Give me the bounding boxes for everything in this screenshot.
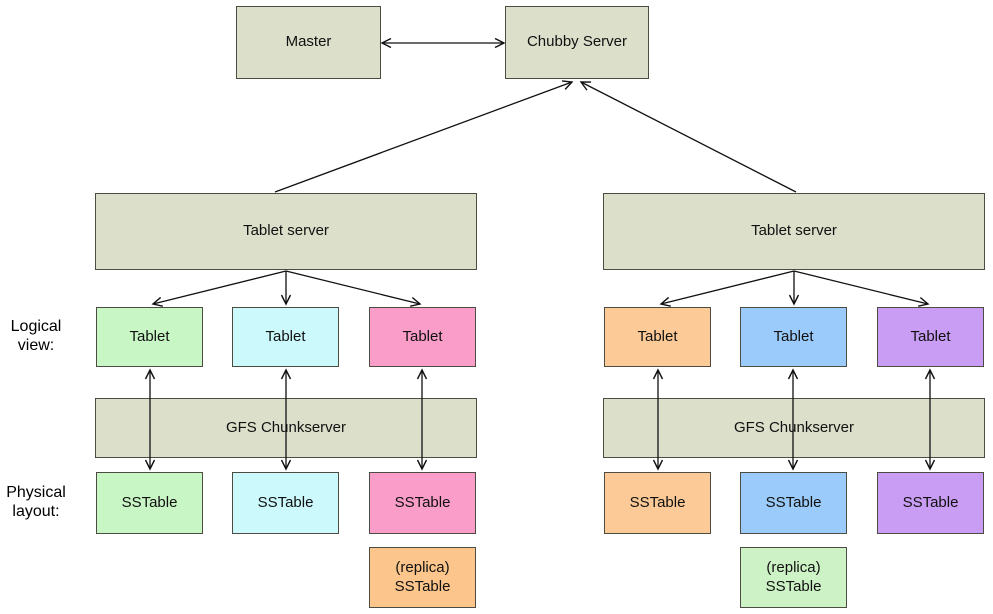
chubby-server-box: Chubby Server xyxy=(505,6,649,79)
replica-left-line2: SSTable xyxy=(394,577,451,595)
logical-view-label: Logical view: xyxy=(4,317,68,355)
tablet-server-box-right: Tablet server xyxy=(603,193,985,270)
master-box: Master xyxy=(236,6,381,79)
tablet-box-right-1: Tablet xyxy=(604,307,711,367)
sstable-box-right-1: SSTable xyxy=(604,472,711,534)
replica-right-line1: (replica) xyxy=(766,558,821,576)
replica-sstable-box-left: (replica) SSTable xyxy=(369,547,476,608)
replica-sstable-box-right: (replica) SSTable xyxy=(740,547,847,608)
arrow-left-ts-tablet1 xyxy=(151,270,287,307)
gfs-chunkserver-box-right: GFS Chunkserver xyxy=(603,398,985,458)
sstable-box-right-3: SSTable xyxy=(877,472,984,534)
arrow-left-tabletserver-chubby xyxy=(274,80,574,193)
arrow-right-tabletserver-chubby xyxy=(579,81,797,193)
replica-right-line2: SSTable xyxy=(765,577,822,595)
tablet-box-right-3: Tablet xyxy=(877,307,984,367)
tablet-box-left-2: Tablet xyxy=(232,307,339,367)
sstable-box-left-2: SSTable xyxy=(232,472,339,534)
tablet-box-left-3: Tablet xyxy=(369,307,476,367)
logical-view-line2: view: xyxy=(17,337,55,355)
tablet-server-box-left: Tablet server xyxy=(95,193,477,270)
arrow-left-ts-tablet3 xyxy=(285,270,422,307)
sstable-box-left-3: SSTable xyxy=(369,472,476,534)
sstable-box-left-1: SSTable xyxy=(96,472,203,534)
physical-layout-line2: layout: xyxy=(12,503,60,521)
logical-view-line1: Logical xyxy=(10,318,62,335)
physical-layout-line1: Physical xyxy=(6,484,66,501)
replica-left-line1: (replica) xyxy=(395,558,450,576)
tablet-box-right-2: Tablet xyxy=(740,307,847,367)
physical-layout-label: Physical layout: xyxy=(1,483,71,521)
sstable-box-right-2: SSTable xyxy=(740,472,847,534)
arrow-right-ts-tablet1 xyxy=(659,270,795,307)
tablet-box-left-1: Tablet xyxy=(96,307,203,367)
arrow-right-ts-tablet3 xyxy=(793,270,930,307)
gfs-chunkserver-box-left: GFS Chunkserver xyxy=(95,398,477,458)
